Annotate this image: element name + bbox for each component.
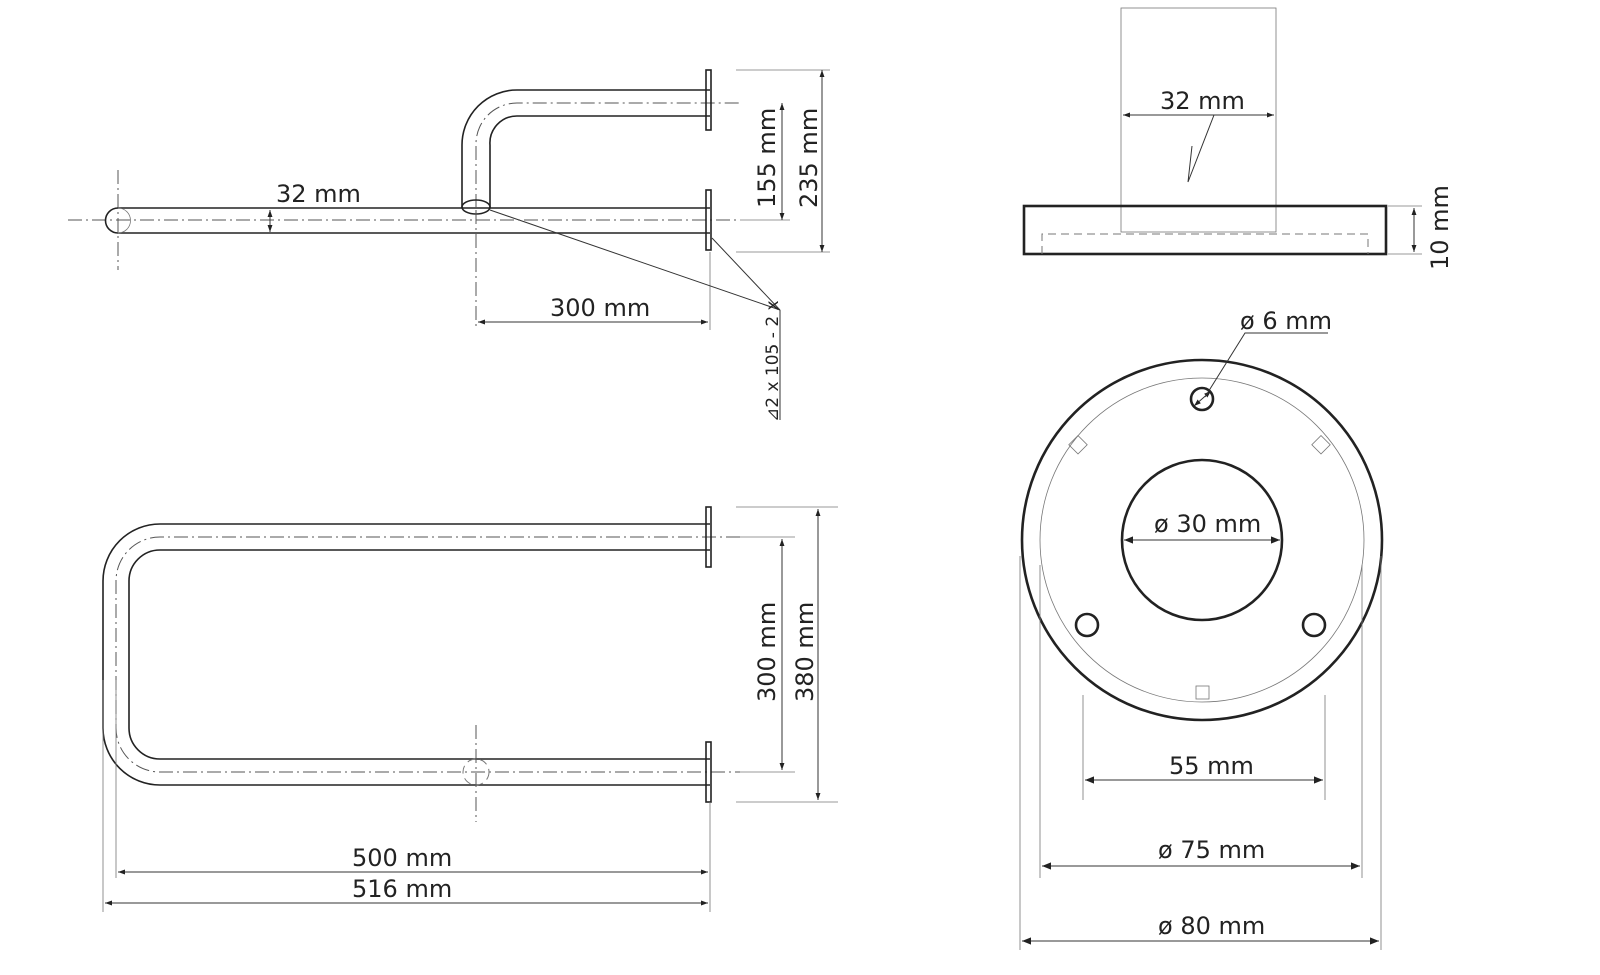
outer-length-label: 516 mm bbox=[352, 875, 452, 903]
mounting-hole-right bbox=[1301, 612, 1327, 638]
inner-length-label: 500 mm bbox=[352, 844, 452, 872]
flange-side-view: 32 mm 10 mm bbox=[1022, 7, 1454, 270]
mounting-hole-top bbox=[1189, 386, 1215, 412]
top-view: 300 mm 380 mm 500 mm 516 mm bbox=[102, 506, 838, 912]
flange-tube-diameter-label: 32 mm bbox=[1160, 87, 1245, 115]
offset-inner-label: 155 mm bbox=[753, 108, 781, 208]
weld-note-label: ⊿2 x 105 - 2 x bbox=[763, 300, 783, 422]
tube-diameter-label: 32 mm bbox=[276, 180, 361, 208]
hole-spacing-label: 55 mm bbox=[1169, 752, 1254, 780]
flange-spacing-label: 300 mm bbox=[550, 294, 650, 322]
inner-height-label: 300 mm bbox=[753, 602, 781, 702]
offset-outer-label: 235 mm bbox=[795, 108, 823, 208]
side-view: 32 mm 155 mm 235 mm 300 mm ⊿2 x 105 - 2 … bbox=[68, 69, 830, 422]
outer-height-label: 380 mm bbox=[791, 602, 819, 702]
flange-thickness-label: 10 mm bbox=[1426, 185, 1454, 270]
bore-diameter-label: ø 30 mm bbox=[1154, 510, 1261, 538]
outer-diameter-label: ø 80 mm bbox=[1158, 912, 1265, 940]
hole-diameter-label: ø 6 mm bbox=[1240, 307, 1332, 335]
mounting-hole-left bbox=[1074, 612, 1100, 638]
flange-face-view: ø 6 mm ø 30 mm 55 mm ø 75 mm ø 80 mm bbox=[1019, 307, 1384, 950]
pitch-diameter-label: ø 75 mm bbox=[1158, 836, 1265, 864]
